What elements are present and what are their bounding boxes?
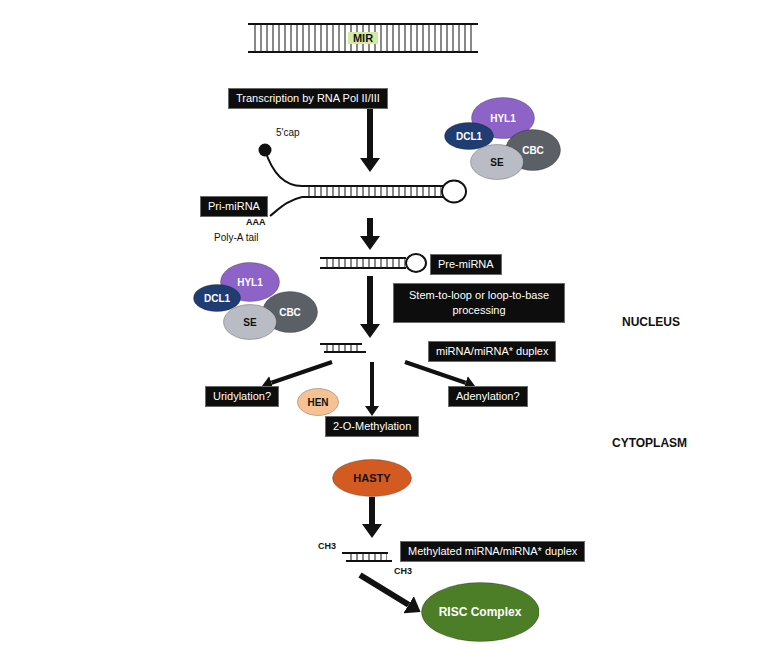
process-label: Transcription by RNA Pol II/III	[228, 88, 388, 109]
flow-arrow	[370, 362, 374, 406]
node-text: SE	[243, 317, 256, 328]
protein-fill	[471, 145, 524, 180]
node-text: 2-O-Methylation	[333, 420, 411, 432]
protein-ellipse: SE	[223, 304, 277, 340]
node-text: Stem-to-loop or loop-to-base processing	[409, 289, 549, 316]
protein-fill	[298, 389, 339, 416]
node-text: CBC	[522, 145, 544, 156]
node-text: NUCLEUS	[622, 315, 680, 329]
flow-arrow	[271, 362, 332, 383]
annotation-label: AAA	[246, 217, 266, 227]
node-text: HASTY	[353, 472, 390, 484]
node-text: Pre-miRNA	[430, 254, 502, 275]
nucleus-outline	[0, 0, 777, 458]
process-label: 2-O-Methylation	[325, 416, 419, 437]
annotation-label: CH3	[318, 541, 336, 551]
protein-ellipse: RISC Complex	[421, 582, 540, 642]
node-text: Pri-miRNA	[200, 196, 268, 217]
flow-arrow	[360, 575, 409, 605]
node-text: RISC Complex	[439, 605, 522, 619]
nucleus-ellipse	[1, 1, 776, 457]
flow-arrow	[369, 497, 375, 524]
protein-fill	[445, 123, 494, 150]
molecule-label: miRNA/miRNA* duplex	[318, 338, 560, 362]
process-label: Uridylation?	[205, 386, 279, 407]
node-text: MIR	[348, 32, 378, 44]
protein-ellipse: HASTY	[332, 459, 412, 497]
annotation-label: 5'cap	[276, 127, 300, 138]
protein-fill	[421, 583, 539, 642]
node-text: miRNA/miRNA* duplex	[428, 341, 556, 362]
process-label: Adenylation?	[448, 386, 528, 407]
protein-ellipse: SE	[470, 144, 524, 180]
node-text: Adenylation?	[456, 390, 520, 402]
molecule-label: Pre-miRNA	[315, 250, 506, 276]
protein-fill	[263, 292, 318, 333]
flow-arrow	[367, 276, 373, 324]
protein-ellipse: HEN	[297, 388, 339, 416]
node-text: Transcription by RNA Pol II/III	[236, 92, 380, 104]
protein-fill	[506, 130, 561, 171]
annotation-label: Poly-A tail	[214, 232, 258, 243]
annotation-label: CYTOPLASM	[612, 436, 687, 450]
node-text: CBC	[279, 307, 301, 318]
node-text: Methylated miRNA/miRNA* duplex	[400, 541, 585, 562]
annotation-label: CH3	[394, 566, 412, 576]
protein-fill	[194, 285, 241, 312]
node-text: DCL1	[204, 293, 230, 304]
node-text: DCL1	[456, 131, 482, 142]
molecule-label: Methylated miRNA/miRNA* duplex	[318, 538, 589, 575]
node-text: Uridylation?	[213, 390, 271, 402]
node-text: HYL1	[490, 113, 516, 124]
process-label: Stem-to-loop or loop-to-base processing	[393, 283, 565, 323]
gene-locus: MIR	[248, 16, 478, 60]
node-text: HEN	[307, 397, 328, 408]
molecule-label: Pri-miRNA	[198, 172, 470, 218]
node-text: HYL1	[237, 277, 263, 288]
protein-fill	[333, 460, 412, 497]
node-text: SE	[490, 157, 503, 168]
flow-arrow	[367, 218, 373, 236]
protein-fill	[224, 305, 277, 340]
nucleus-region: NUCLEUS MIR Transcription by RNA Pol II/II…	[0, 0, 777, 458]
flow-arrow	[405, 362, 466, 383]
flow-arrow	[367, 109, 373, 158]
